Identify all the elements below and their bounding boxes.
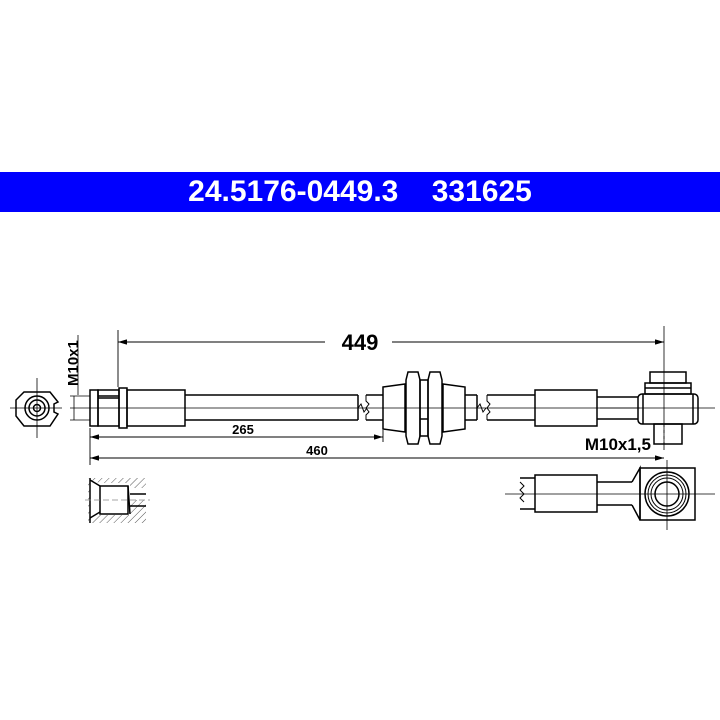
dim-460-label: 460 <box>306 443 328 458</box>
left-end-view <box>10 378 62 438</box>
thread-left-label: M10x1 <box>65 340 82 386</box>
hose-segment-middle <box>465 394 535 421</box>
dim-265-label: 265 <box>232 422 254 437</box>
alt-part-number: 331625 <box>431 175 532 208</box>
part-number: 24.5176-0449.3 <box>188 175 399 208</box>
right-fitting <box>534 326 715 450</box>
dimension-lines <box>89 330 664 465</box>
dim-449-label: 449 <box>342 330 379 355</box>
hose-segment-left <box>185 394 383 421</box>
section-detail <box>85 478 150 523</box>
title-banner: 24.5176-0449.3 331625 <box>0 172 720 212</box>
part-number-title: 24.5176-0449.3 331625 <box>188 175 532 209</box>
thread-right-label: M10x1,5 <box>585 435 651 454</box>
banjo-top-view <box>505 460 715 530</box>
